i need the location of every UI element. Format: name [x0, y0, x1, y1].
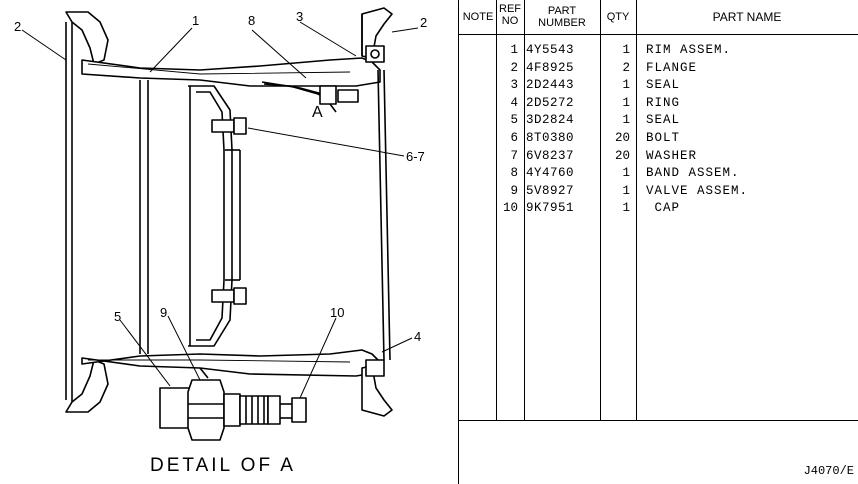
- part-name-cell: BOLT: [646, 131, 681, 145]
- part-number-cell: 5V8927: [526, 183, 575, 198]
- callout-valve-assem: 9: [160, 305, 168, 320]
- callout-bolt-washer: 6-7: [406, 149, 425, 164]
- part-number-cell: 4Y4760: [526, 166, 575, 181]
- qty-cell: 1: [622, 166, 630, 181]
- detail-of-a-title: DETAIL OF A: [150, 455, 296, 476]
- part-number-cell: 2D2443: [526, 78, 575, 93]
- qty-cell: 1: [622, 95, 630, 110]
- callout-seal-5: 5: [114, 309, 122, 324]
- column-divider-qty: [636, 0, 637, 420]
- ref-no-cell: 10: [502, 201, 518, 216]
- table-row: 7 6V8237 20 WASHER: [458, 149, 858, 166]
- part-number-cell: 9K7951: [526, 201, 575, 216]
- callout-flange-right: 2: [420, 15, 428, 30]
- ref-no-cell: 9: [510, 183, 518, 198]
- ref-no-cell: 6: [510, 131, 518, 145]
- column-divider-note: [496, 0, 497, 420]
- ref-no-cell: 1: [510, 43, 518, 57]
- part-number-cell: 6V8237: [526, 148, 575, 163]
- callout-cap: 10: [330, 305, 345, 320]
- part-name-cell: RING: [646, 95, 681, 110]
- table-row: 6 8T0380 20 BOLT: [458, 131, 858, 148]
- part-number-cell: 3D2824: [526, 113, 575, 128]
- qty-cell: 1: [622, 183, 630, 198]
- ref-no-cell: 3: [510, 78, 518, 93]
- header-underline: [458, 34, 858, 35]
- ref-no-cell: 7: [510, 148, 518, 163]
- table-row: 4 2D5272 1 RING: [458, 96, 858, 113]
- header-number: NUMBER: [538, 17, 586, 29]
- header-no: NO: [501, 15, 519, 27]
- qty-cell: 1: [622, 113, 630, 128]
- ref-no-cell: 4: [510, 95, 518, 110]
- table-bottom-line: [458, 420, 858, 421]
- table-row: 8 4Y4760 1 BAND ASSEM.: [458, 166, 858, 183]
- callout-rim-assem: 1: [192, 13, 200, 28]
- part-name-cell: RIM ASSEM.: [646, 43, 732, 57]
- table-row: 9 5V8927 1 VALVE ASSEM.: [458, 184, 858, 201]
- part-name-cell: FLANGE: [646, 60, 698, 75]
- qty-cell: 20: [614, 148, 630, 163]
- callout-flange-left: 2: [14, 19, 22, 34]
- part-number-cell: 2D5272: [526, 95, 575, 110]
- header-part-name: PART NAME: [712, 10, 782, 24]
- header-qty: QTY: [606, 11, 630, 23]
- callout-ring: 4: [414, 329, 422, 344]
- part-name-cell: CAP: [646, 201, 681, 216]
- qty-cell: 2: [622, 60, 630, 75]
- part-name-cell: WASHER: [646, 148, 698, 163]
- part-number-cell: 4F8925: [526, 60, 575, 75]
- callout-seal: 3: [296, 9, 304, 24]
- table-border-left: [458, 0, 459, 484]
- callout-detail-a: A: [312, 104, 323, 121]
- part-name-cell: VALVE ASSEM.: [646, 183, 749, 198]
- qty-cell: 1: [622, 201, 630, 216]
- qty-cell: 1: [622, 43, 630, 57]
- ref-no-cell: 8: [510, 166, 518, 181]
- header-part: PART: [547, 5, 577, 17]
- part-name-cell: BAND ASSEM.: [646, 166, 740, 181]
- table-row: 1 4Y5543 1 RIM ASSEM.: [458, 43, 858, 60]
- part-name-cell: SEAL: [646, 113, 681, 128]
- table-row: 2 4F8925 2 FLANGE: [458, 61, 858, 78]
- part-number-cell: 4Y5543: [526, 43, 575, 57]
- part-number-cell: 8T0380: [526, 131, 575, 145]
- table-row: 5 3D2824 1 SEAL: [458, 113, 858, 130]
- qty-cell: 1: [622, 78, 630, 93]
- table-row: 10 9K7951 1 CAP: [458, 201, 858, 218]
- rim-assembly-drawing: 2 1 8 3 2 6-7 A 5 9 10 4 DETAIL OF A: [14, 7, 428, 476]
- document-id: J4070/E: [803, 464, 854, 478]
- ref-no-cell: 5: [510, 113, 518, 128]
- part-name-cell: SEAL: [646, 78, 681, 93]
- column-divider-part-number: [600, 0, 601, 420]
- table-row: 3 2D2443 1 SEAL: [458, 78, 858, 95]
- ref-no-cell: 2: [510, 60, 518, 75]
- callout-band-assem: 8: [248, 13, 256, 28]
- qty-cell: 20: [614, 131, 630, 145]
- header-ref: REF: [499, 3, 521, 15]
- header-note: NOTE: [462, 11, 494, 23]
- rim-cross-section-illustration: [21, 7, 419, 441]
- column-divider-ref: [524, 0, 525, 420]
